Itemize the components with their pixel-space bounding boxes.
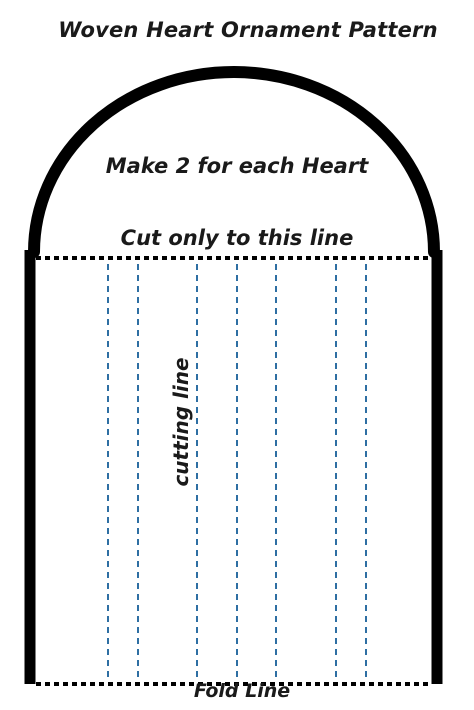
cutting-line-label: cutting line xyxy=(169,357,193,487)
dome-outline xyxy=(28,66,440,258)
cutting-lines xyxy=(107,264,367,680)
fold-line-label: Fold Line xyxy=(193,680,291,702)
pattern-title: Woven Heart Ornament Pattern xyxy=(58,18,438,42)
cut-only-label: Cut only to this line xyxy=(120,226,354,250)
make-count-label: Make 2 for each Heart xyxy=(105,154,369,178)
